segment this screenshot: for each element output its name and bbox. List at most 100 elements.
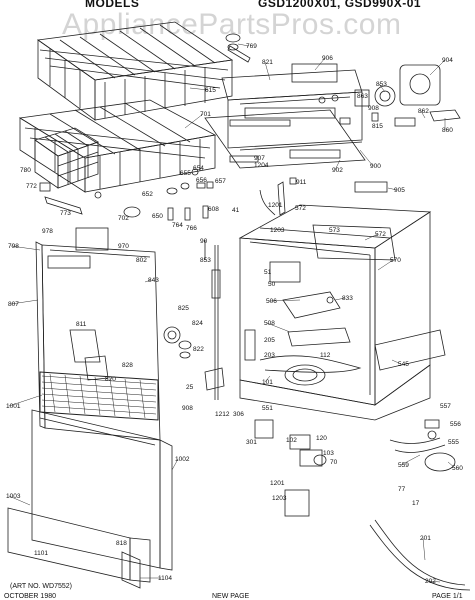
leader-line-part-798 <box>10 245 41 251</box>
part-label-part-203: 203 <box>264 352 275 359</box>
models-label: MODELS <box>85 0 140 10</box>
footer-art-no: (ART NO. WD7552) <box>10 583 72 590</box>
part-label-part-557: 557 <box>440 403 451 410</box>
part-label-part-650: 650 <box>152 213 163 220</box>
part-label-part-1001: 1001 <box>6 403 21 410</box>
part-label-part-764: 764 <box>172 222 183 229</box>
part-label-part-572a: 572 <box>295 205 306 212</box>
leader-line-part-506 <box>268 299 301 302</box>
part-label-part-1203: 1203 <box>270 227 285 234</box>
leader-line-part-862 <box>420 110 426 119</box>
leader-line-part-821 <box>264 61 271 81</box>
leader-line-part-572b <box>364 233 379 241</box>
part-label-part-551: 551 <box>262 405 273 412</box>
part-label-part-824: 824 <box>192 320 203 327</box>
part-label-basket: 780 <box>20 167 31 174</box>
part-label-part-904: 904 <box>442 57 453 64</box>
tub-assembly <box>238 204 432 421</box>
model-numbers: GSD1200X01, GSD990X-01 <box>258 0 422 10</box>
part-label-part-908b: 908 <box>368 105 379 112</box>
part-label-part-769: 769 <box>246 43 257 50</box>
part-label-part-50: 50 <box>268 281 276 288</box>
part-label-part-90: 90 <box>200 238 208 245</box>
part-label-part-17: 17 <box>412 500 420 507</box>
part-label-part-900: 900 <box>370 163 381 170</box>
part-label-part-911: 911 <box>296 179 307 186</box>
part-label-part-970: 970 <box>118 243 129 250</box>
part-label-part-807: 807 <box>8 301 19 308</box>
part-label-part-902: 902 <box>332 167 343 174</box>
part-label-rack-upper: 615 <box>205 87 216 94</box>
part-label-part-572b: 572 <box>375 231 386 238</box>
control-panel <box>204 63 388 193</box>
leader-line-part-101 <box>264 375 271 383</box>
footer-new-page: NEW PAGE <box>212 593 250 600</box>
part-label-part-657: 657 <box>215 178 226 185</box>
part-label-part-1212: 1212 <box>215 411 230 418</box>
leader-line-part-1002 <box>171 458 179 471</box>
door-gasket <box>39 371 159 421</box>
leader-line-part-570 <box>377 259 394 271</box>
part-label-part-77: 77 <box>398 486 406 493</box>
part-label-part-25: 25 <box>186 384 194 391</box>
leader-line-part-1003 <box>8 495 31 506</box>
part-label-part-656: 656 <box>196 177 207 184</box>
part-label-part-655: 655 <box>180 170 191 177</box>
leader-line-part-508 <box>266 322 291 333</box>
part-label-part-978: 978 <box>42 228 53 235</box>
part-label-part-773: 773 <box>60 210 71 217</box>
leader-line-part-904 <box>429 59 446 76</box>
upper-dishrack <box>36 21 234 121</box>
watermark: AppliancePartsPros.com <box>62 8 402 41</box>
part-label-part-821: 821 <box>262 59 273 66</box>
leader-line-rack-upper <box>189 87 209 91</box>
part-label-part-772: 772 <box>26 183 37 190</box>
part-label-part-702: 702 <box>118 215 129 222</box>
part-label-part-202: 202 <box>425 578 436 585</box>
part-label-part-820: 820 <box>105 376 116 383</box>
part-label-part-815: 815 <box>372 123 383 130</box>
part-label-part-506: 506 <box>266 298 277 305</box>
part-label-part-51: 51 <box>264 269 272 276</box>
part-label-part-863: 863 <box>357 93 368 100</box>
part-label-part-906: 906 <box>322 55 333 62</box>
footer-date: OCTOBER 1980 <box>4 593 57 600</box>
leader-line-part-769 <box>237 43 250 47</box>
leader-line-part-1001 <box>8 394 43 407</box>
timer-assembly <box>339 64 461 127</box>
part-label-part-103: 103 <box>323 450 334 457</box>
leader-line-part-905 <box>387 187 398 191</box>
part-label-part-833: 833 <box>342 295 353 302</box>
part-label-part-1104: 1104 <box>158 575 172 582</box>
part-label-part-825: 825 <box>178 305 189 312</box>
part-label-part-1002: 1002 <box>175 456 190 463</box>
part-label-part-1201: 1201 <box>268 202 283 209</box>
part-label-part-905: 905 <box>394 187 405 194</box>
part-label-part-573: 573 <box>329 227 340 234</box>
part-label-part-843: 843 <box>148 277 159 284</box>
leader-line-part-560 <box>447 461 456 469</box>
part-label-part-102: 102 <box>286 437 297 444</box>
part-label-part-1203b: 1203 <box>272 495 287 502</box>
part-label-part-560: 560 <box>452 465 463 472</box>
part-label-part-608: 608 <box>208 206 219 213</box>
leader-line-part-843 <box>144 279 152 283</box>
leader-line-part-545 <box>391 359 402 365</box>
part-label-part-766: 766 <box>186 225 197 232</box>
part-label-part-570: 570 <box>390 257 401 264</box>
part-label-part-301: 301 <box>246 439 257 446</box>
part-label-part-811: 811 <box>76 321 87 328</box>
part-label-part-908: 908 <box>182 405 193 412</box>
part-label-part-1204: 1204 <box>254 162 269 169</box>
leader-line-part-853 <box>378 83 386 93</box>
part-label-part-508: 508 <box>264 320 275 327</box>
door-inner-liner <box>35 227 192 441</box>
part-label-part-205: 205 <box>264 337 275 344</box>
part-label-part-1101: 1101 <box>34 550 48 557</box>
leader-line-rack-lower <box>184 113 204 129</box>
leader-line-part-807 <box>10 299 39 305</box>
leader-line-part-833 <box>334 297 346 301</box>
part-label-part-652: 652 <box>142 191 153 198</box>
